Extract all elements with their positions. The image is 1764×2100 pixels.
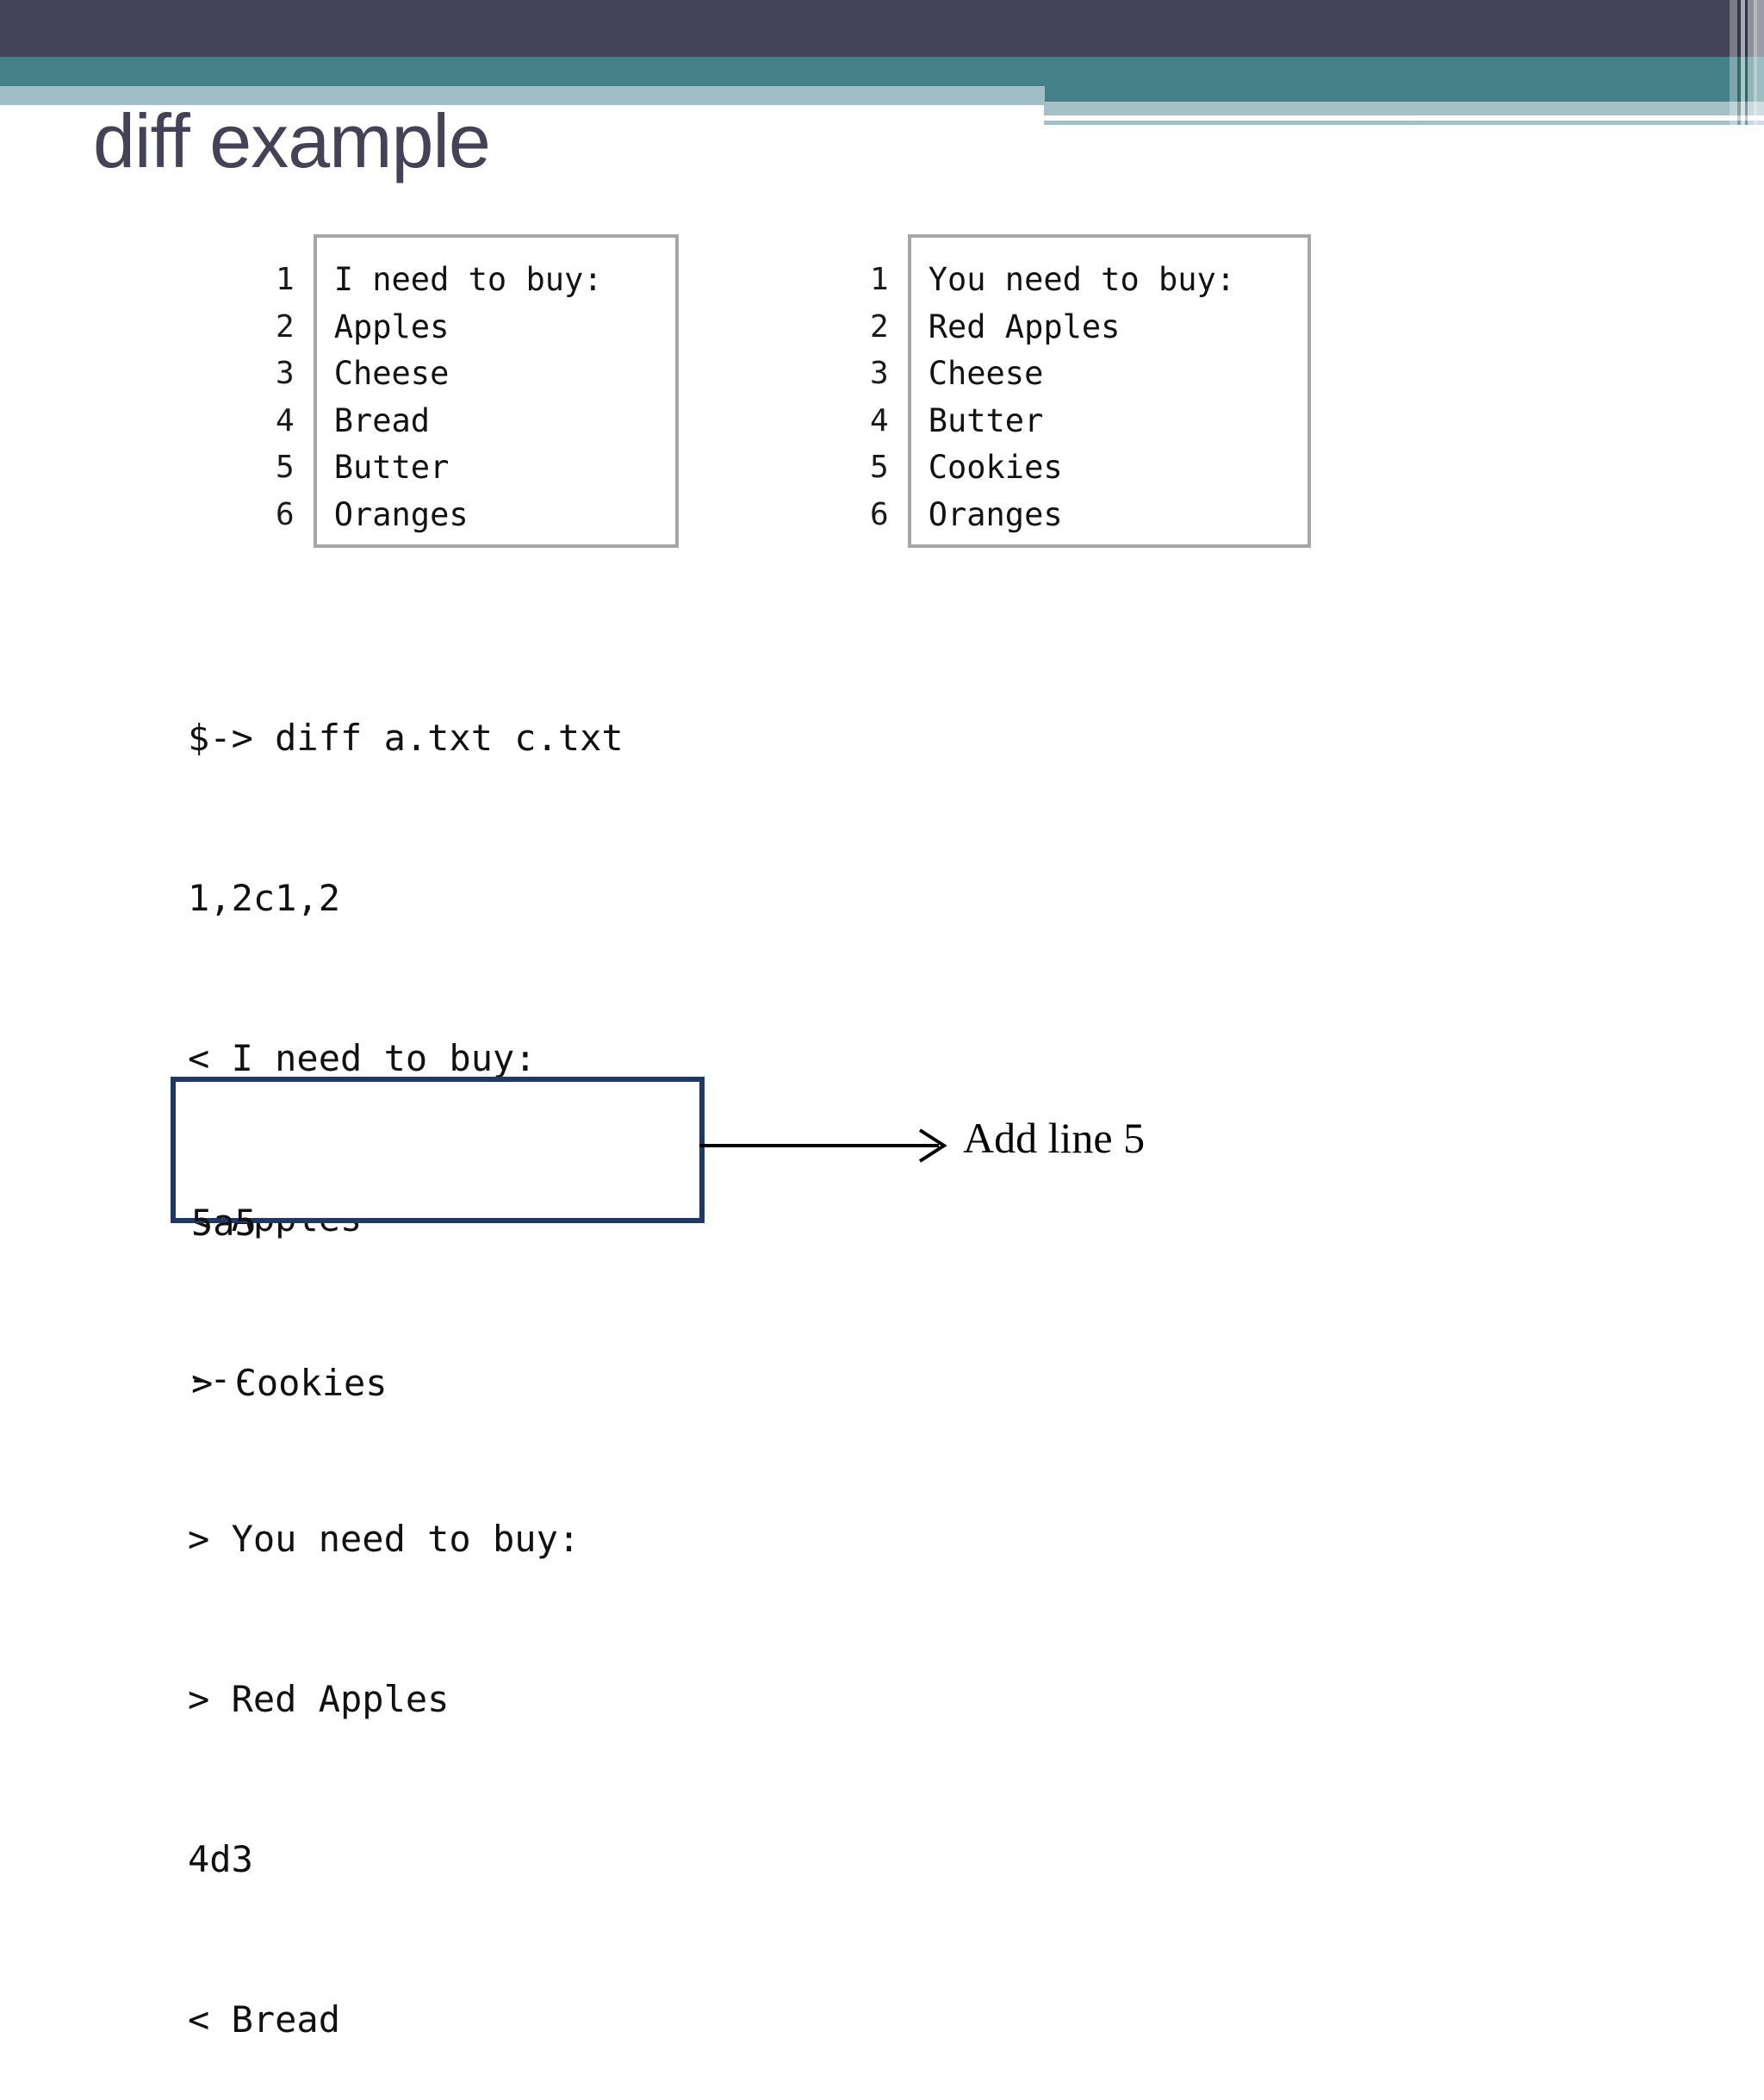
line-number: 5: [276, 450, 295, 485]
line-number: 5: [870, 450, 889, 485]
line-number: 4: [870, 402, 889, 438]
arrow-right-icon: [699, 1128, 947, 1163]
code-line: I need to buy:: [333, 261, 603, 298]
code-line: Cheese: [333, 355, 450, 392]
code-line: Oranges: [928, 495, 1063, 533]
callout-label: Add line 5: [963, 1114, 1146, 1162]
line-number: 3: [870, 356, 889, 391]
highlight-box: [171, 1077, 705, 1223]
line-number: 3: [276, 356, 295, 391]
header-band-light-upper-right: [1044, 102, 1764, 115]
diff-hunk-header: 5a5: [191, 1202, 257, 1244]
header-band-light-lower-right: [1044, 121, 1764, 125]
highlight-box-content: 5a5 > Cookies: [191, 1090, 388, 1463]
diff-removed-line: < Bread: [188, 1998, 341, 2041]
code-line: Red Apples: [928, 308, 1121, 345]
line-number: 2: [276, 308, 295, 345]
line-number: 6: [276, 496, 295, 532]
code-box-right: You need to buy: Red Apples Cheese Butte…: [907, 234, 1311, 548]
header-band-teal-right: [1044, 57, 1764, 105]
code-line: Cheese: [928, 355, 1044, 392]
code-line: Oranges: [333, 495, 469, 533]
code-line: Cookies: [928, 449, 1063, 486]
diff-removed-line: < I need to buy:: [188, 1037, 537, 1079]
line-number: 1: [870, 262, 889, 297]
file-listing-right: 1 2 3 4 5 6 You need to buy: Red Apples …: [870, 234, 1311, 548]
header-vstripe-5: [1748, 0, 1754, 125]
diff-hunk-header: 1,2c1,2: [188, 877, 341, 919]
line-number: 4: [276, 402, 295, 438]
code-line: Butter: [333, 449, 450, 486]
diff-added-line: > You need to buy:: [188, 1518, 581, 1560]
diff-added-line: > Red Apples: [188, 1678, 450, 1720]
header-decoration: [0, 0, 1764, 125]
header-band-gap-right: [1418, 115, 1764, 121]
line-number: 6: [870, 496, 889, 532]
diff-added-line: > Cookies: [191, 1362, 388, 1404]
header-vstripe-6: [1754, 0, 1757, 125]
header-vstripe-4: [1745, 0, 1748, 125]
line-number: 2: [870, 308, 889, 345]
header-band-gap-left: [1044, 115, 1418, 121]
code-line: You need to buy:: [928, 261, 1236, 298]
line-number-gutter-left: 1 2 3 4 5 6: [276, 234, 314, 538]
header-vstripe-3: [1741, 0, 1745, 125]
header-vstripe-1: [1730, 0, 1737, 125]
code-line: Apples: [333, 308, 450, 345]
header-band-light-left: [0, 86, 1045, 105]
code-box-left: I need to buy: Apples Cheese Bread Butte…: [313, 234, 679, 548]
header-vstripe-7: [1757, 0, 1764, 125]
header-vstripe-2: [1737, 0, 1741, 125]
file-listing-left: 1 2 3 4 5 6 I need to buy: Apples Cheese…: [276, 234, 679, 548]
header-band-dark: [0, 0, 1764, 57]
page-title: diff example: [93, 98, 491, 183]
line-number: 1: [276, 262, 295, 297]
line-number-gutter-right: 1 2 3 4 5 6: [870, 234, 908, 538]
diff-command-line: $-> diff a.txt c.txt: [188, 717, 624, 759]
code-line: Bread: [333, 401, 431, 439]
code-line: Butter: [928, 401, 1044, 439]
diff-hunk-header: 4d3: [188, 1838, 253, 1880]
